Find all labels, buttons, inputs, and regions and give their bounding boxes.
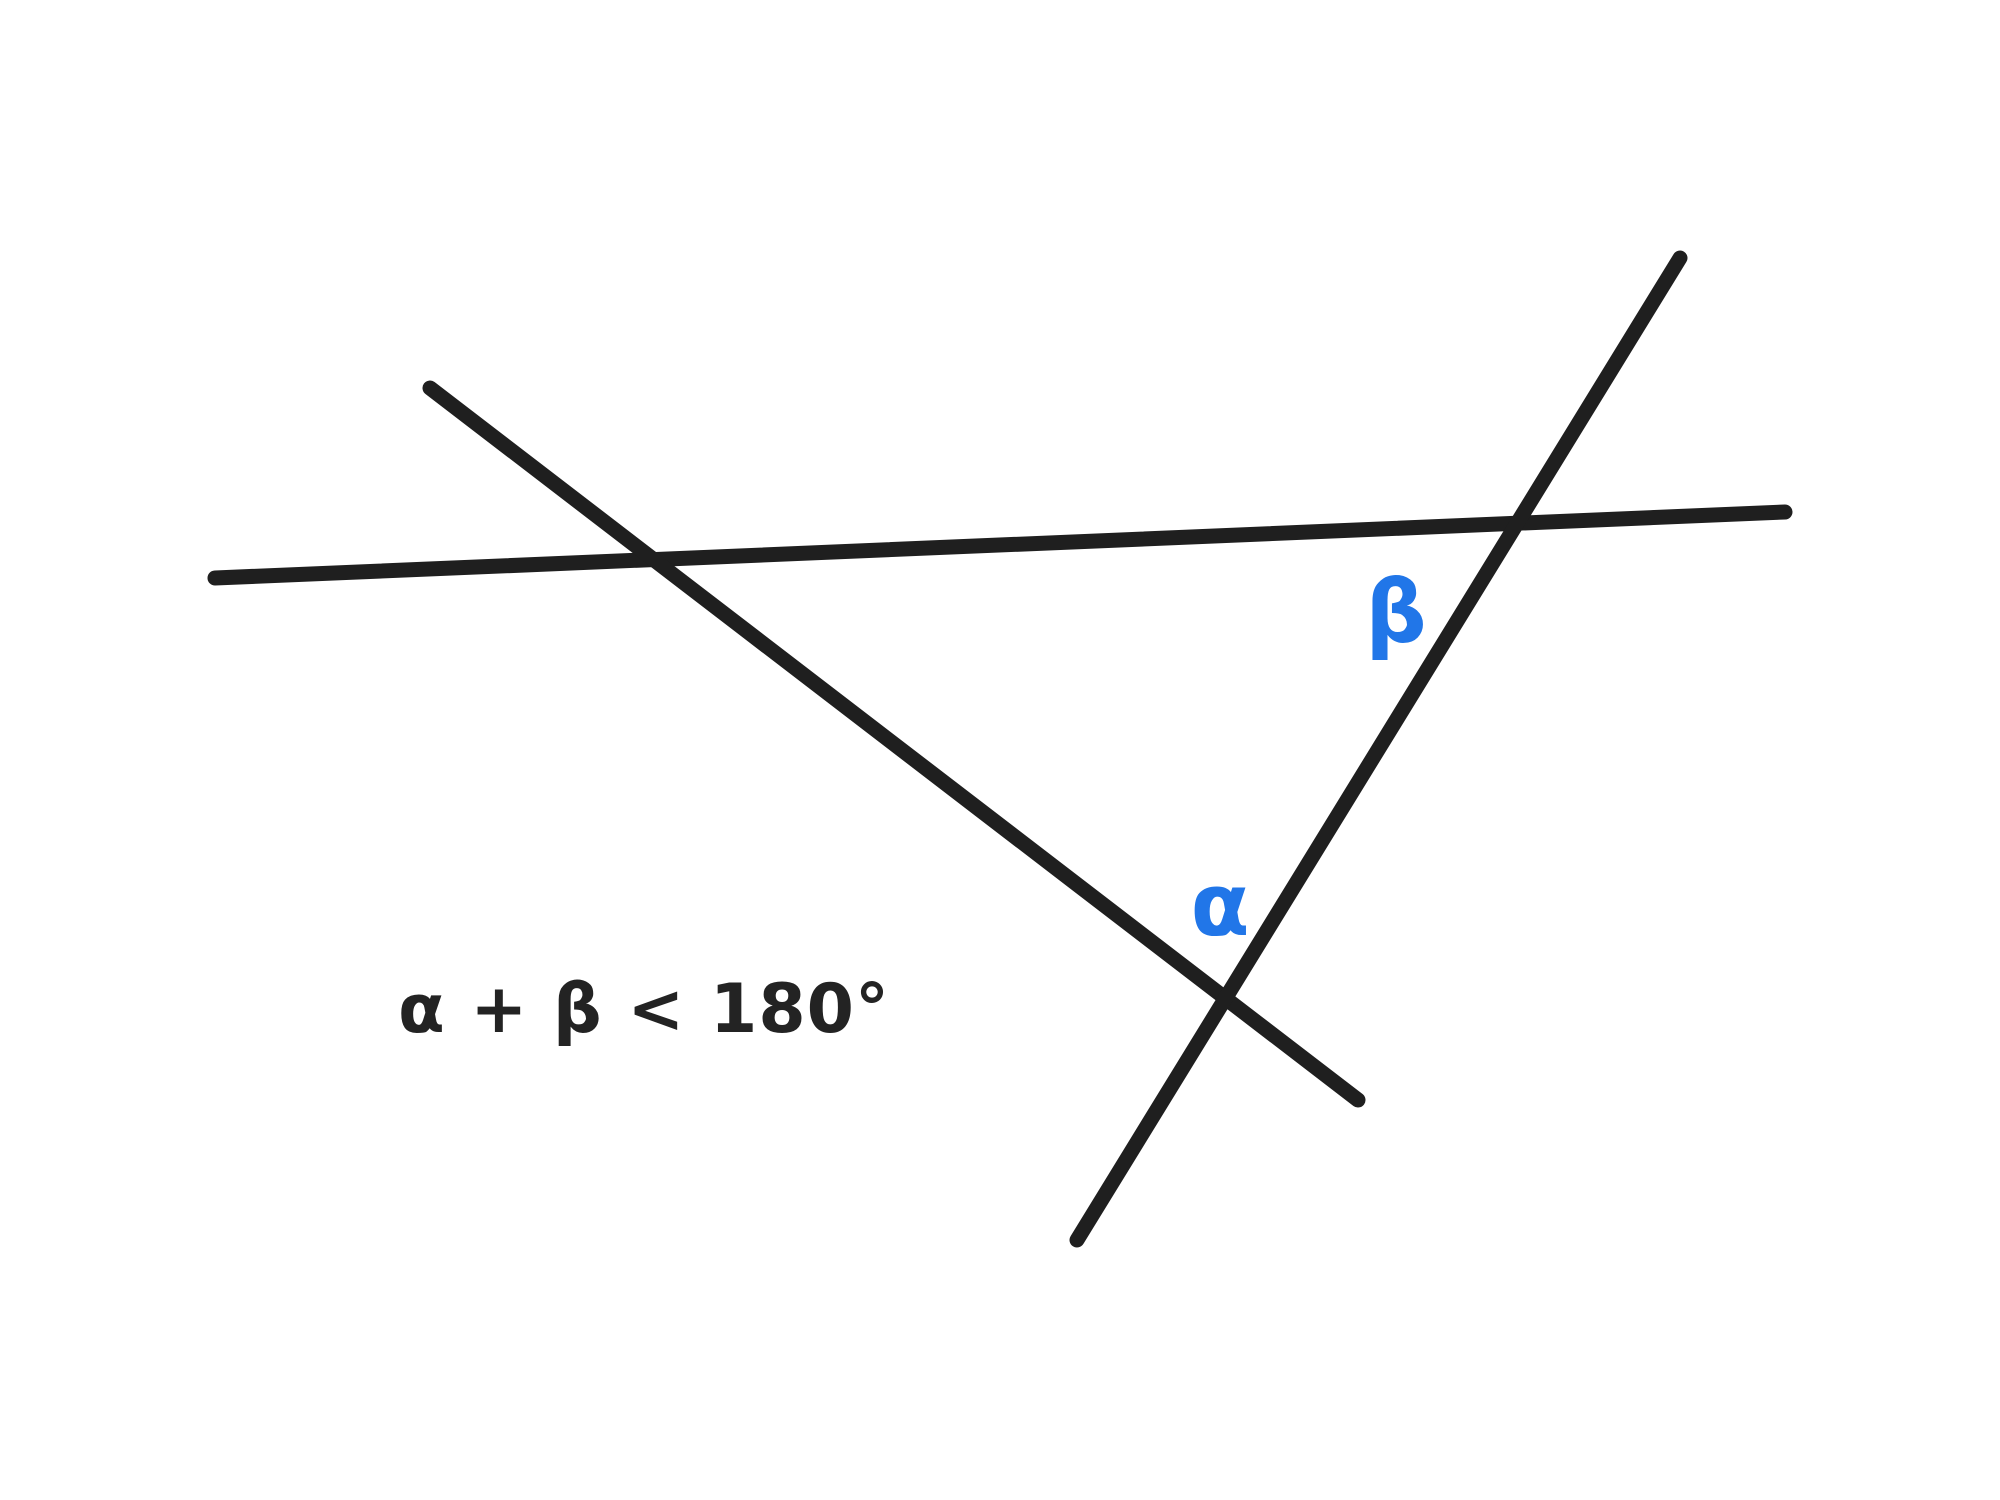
angle-label-beta: β bbox=[1365, 563, 1427, 663]
angle-label-alpha: α bbox=[1190, 856, 1249, 956]
formula-inequality: α + β < 180° bbox=[398, 970, 890, 1049]
upper-left-diagonal-line bbox=[422, 380, 1366, 1108]
steep-rising-line bbox=[1069, 250, 1688, 1248]
